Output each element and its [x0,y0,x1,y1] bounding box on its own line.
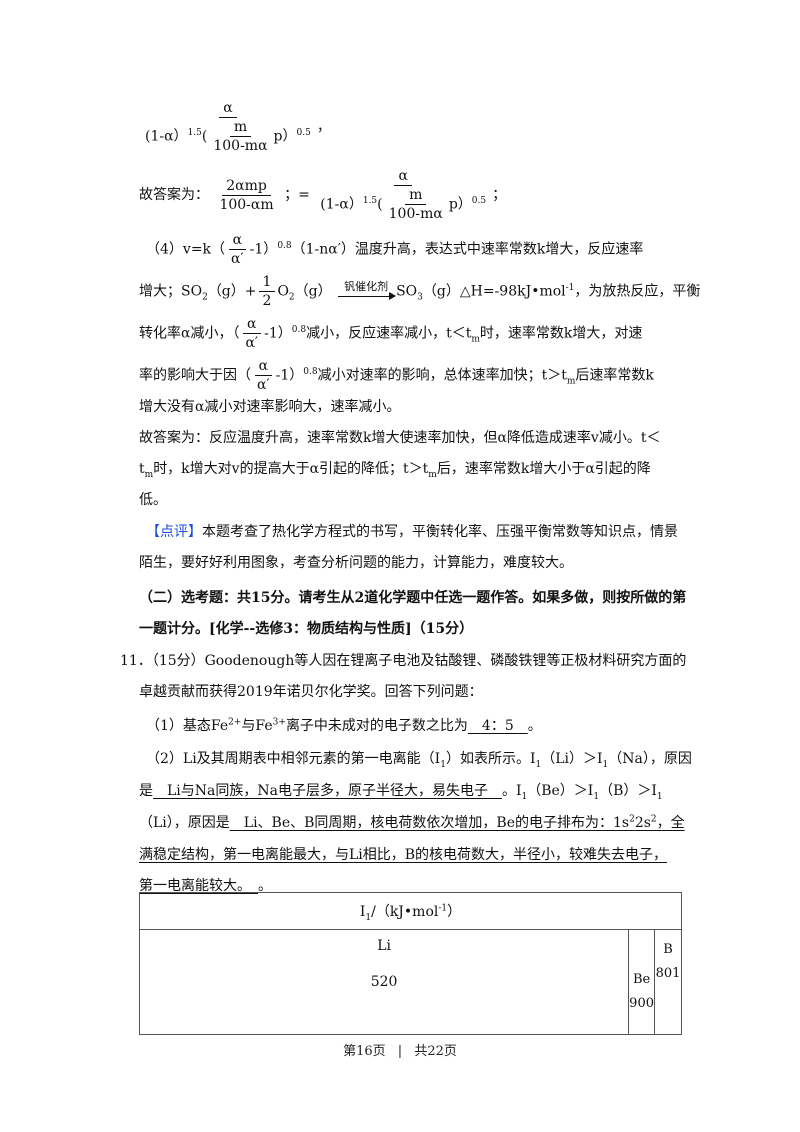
table-cell-li: Li 520 [138,929,630,1035]
element-name: Li [377,938,391,954]
numerator: α [219,100,237,118]
element-value: 520 [370,974,398,990]
text-line: 低。 [139,492,167,508]
element-value: 900 [629,996,654,1011]
answer-blank: Li与Na同族，Na电子层多，原子半径大，易失电子 [153,783,502,799]
element-value: 801 [655,966,681,981]
section-heading: （二）选考题：共15分。请考生从2道化学题中任选一题作答。如果多做，则按所做的第 [139,590,687,606]
answer-blank: 4：5 [467,718,528,734]
text-line: 是 Li与Na同族，Na电子层多，原子半径大，易失电子 。I1（Be）＞I1（B… [139,783,663,802]
answer-prefix: 故答案为： [139,187,209,203]
page-total: 共22页 [414,1044,457,1059]
question-part-1: （1）基态Fe2+与Fe3+离子中未成对的电子数之比为 4：5 。 [146,717,542,734]
reaction-arrow-icon: 钒催化剂 [336,280,397,303]
text-line: 第一电离能较大。 。 [139,878,272,894]
comment-line: 【点评】本题考查了热化学方程式的书写，平衡转化率、压强平衡常数等知识点，情景 [146,524,678,540]
ionization-energy-table: I1/（kJ•mol-1） Li 520 Be 900 B 801 [138,892,682,1035]
element-name: Be [632,972,651,987]
comment-tag: 【点评】 [146,524,202,540]
answer-blank: 满稳定结构，第一电离能最大，与Li相比，B的核电荷数大，半径小，较难失去电子， [139,847,668,863]
question-line: 11．（15分）Goodenough等人因在锂离子电池及钴酸锂、磷酸铁锂等正极材… [120,653,687,669]
text-line: 增大没有α减小对速率影响大，速率减小。 [139,399,401,415]
answer-blank: 第一电离能较大。 [139,878,258,894]
text-line: （Li），原因是 Li、Be、B同周期，核电荷数依次增加，Be的电子排布为：1s… [139,814,685,831]
table-header: I1/（kJ•mol-1） [139,892,682,930]
section-heading: 一题计分。[化学--选修3：物质结构与性质]（15分） [139,621,474,637]
text-line: 陌生，要好好利用图象，考查分析问题的能力，计算能力，难度较大。 [139,555,573,571]
answer-line-2: 故答案为：反应温度升高，速率常数k增大使速率加快，但α降低造成速率v减小。t＜ [139,430,661,446]
question-line: 卓越贡献而获得2019年诺贝尔化学奖。回答下列问题： [139,684,483,700]
question-part-2: （2）Li及其周期表中相邻元素的第一电离能（I1）如表所示。I1（Li）＞I1（… [146,751,692,770]
table-cell-b: B 801 [654,929,682,1035]
answer-blank: Li、Be、B同周期，核电荷数依次增加，Be的电子排布为：1s22s2，全 [229,814,685,831]
table-cell-be: Be 900 [628,929,655,1035]
page-footer: 第16页 | 共22页 [343,1044,457,1059]
element-name: B [663,942,673,957]
text-line: tm时，k增大对v的提高大于α引起的降低；t＞tm后，速率常数k增大小于α引起的… [139,461,651,480]
page-number: 第16页 [343,1044,386,1059]
